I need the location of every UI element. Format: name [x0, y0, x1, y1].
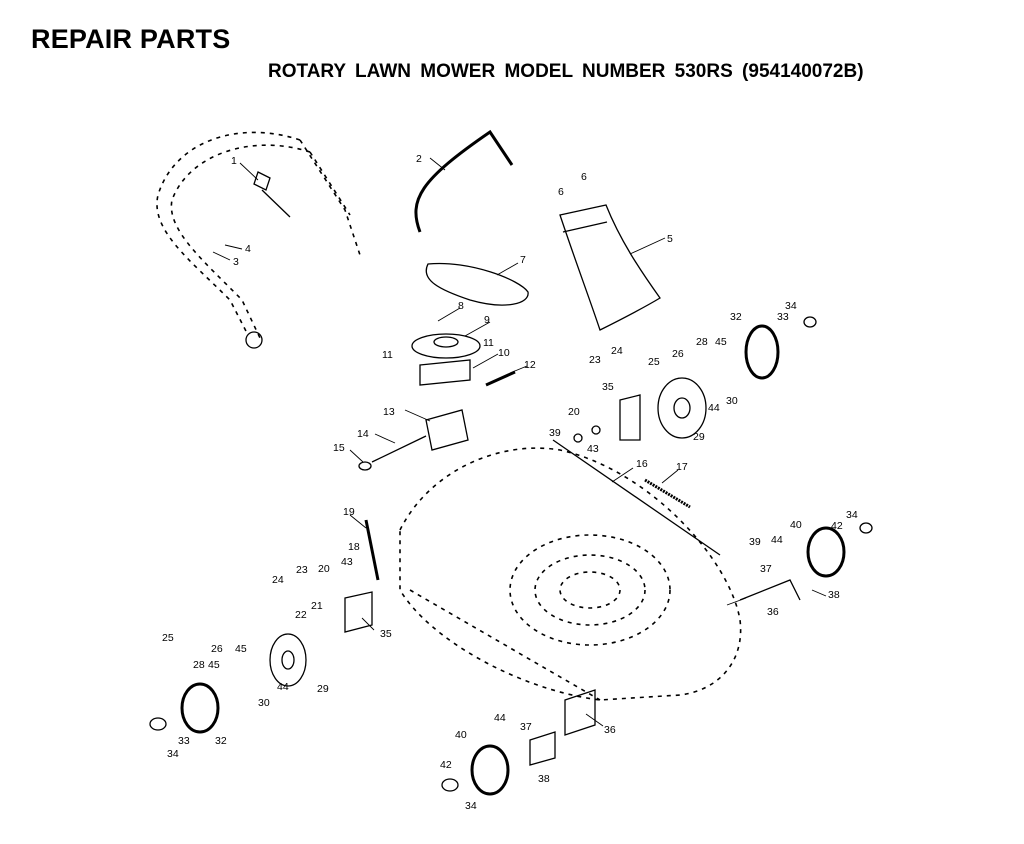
callout-35a: 35: [602, 381, 614, 393]
drive-belt: [425, 262, 529, 306]
callout-44b: 44: [771, 534, 783, 546]
callout-29b: 29: [317, 683, 329, 695]
callout-43b: 43: [341, 556, 353, 568]
callout-24a: 24: [611, 345, 623, 357]
bail: [414, 129, 514, 233]
callout-25a: 25: [648, 356, 660, 368]
rear-left-wheel: [180, 682, 220, 734]
callout-7: 7: [520, 254, 526, 266]
callout-23a: 23: [589, 354, 601, 366]
left-rear-assembly: [149, 519, 380, 734]
callout-45a: 45: [715, 336, 727, 348]
callout-36b: 36: [604, 724, 616, 736]
callouts: 1 2 3 4 5 6 6 7 8 9 10 11 11 12 13 14 15…: [162, 153, 858, 812]
callout-6a: 6: [558, 186, 564, 198]
callout-22: 22: [295, 609, 307, 621]
callout-39b: 39: [749, 536, 761, 548]
callout-12: 12: [524, 359, 536, 371]
callout-30a: 30: [726, 395, 738, 407]
front-right-wheel-group: [739, 522, 873, 601]
callout-24b: 24: [272, 574, 284, 586]
callout-17: 17: [676, 461, 688, 473]
callout-15: 15: [333, 442, 345, 454]
callout-38b: 38: [538, 773, 550, 785]
callout-10: 10: [498, 347, 510, 359]
callout-44a: 44: [708, 402, 720, 414]
callout-19: 19: [343, 506, 355, 518]
callout-32b: 32: [215, 735, 227, 747]
handle-assembly: [156, 131, 361, 349]
callout-44c: 44: [277, 681, 289, 693]
callout-40a: 40: [790, 519, 802, 531]
axle-rod: [552, 439, 721, 556]
callout-20b: 20: [318, 563, 330, 575]
callout-21: 21: [311, 600, 323, 612]
callout-14: 14: [357, 428, 369, 440]
transmission-assembly: [358, 333, 516, 471]
callout-45c: 45: [208, 659, 220, 671]
callout-26b: 26: [211, 643, 223, 655]
callout-18: 18: [348, 541, 360, 553]
callout-11b: 11: [483, 337, 494, 349]
callout-32a: 32: [730, 311, 742, 323]
callout-34a: 34: [785, 300, 797, 312]
grass-chute: [559, 204, 661, 331]
callout-13: 13: [383, 406, 395, 418]
callout-39a: 39: [549, 427, 561, 439]
callout-33a: 33: [777, 311, 789, 323]
callout-34b: 34: [846, 509, 858, 521]
callout-34c: 34: [167, 748, 179, 760]
callout-29a: 29: [693, 431, 705, 443]
callout-9: 9: [484, 314, 490, 326]
callout-6b: 6: [581, 171, 587, 183]
callout-35b: 35: [380, 628, 392, 640]
callout-23b: 23: [296, 564, 308, 576]
callout-42a: 42: [831, 520, 843, 532]
callout-4: 4: [245, 243, 251, 255]
callout-3: 3: [233, 256, 239, 268]
callout-44d: 44: [494, 712, 506, 724]
callout-43a: 43: [587, 443, 599, 455]
callout-42b: 42: [440, 759, 452, 771]
mower-deck: [399, 447, 742, 701]
model-title: ROTARY LAWN MOWER MODEL NUMBER 530RS (95…: [268, 61, 864, 82]
callout-37a: 37: [760, 563, 772, 575]
callout-20a: 20: [568, 406, 580, 418]
callout-28b: 28: [193, 659, 205, 671]
callout-33b: 33: [178, 735, 190, 747]
spring: [644, 478, 691, 509]
callout-34d: 34: [465, 800, 477, 812]
callout-45b: 45: [235, 643, 247, 655]
callout-11a: 11: [382, 349, 393, 361]
callout-38a: 38: [828, 589, 840, 601]
callout-40b: 40: [455, 729, 467, 741]
callout-2: 2: [416, 153, 422, 165]
callout-25b: 25: [162, 632, 174, 644]
rear-right-wheel: [744, 324, 780, 380]
callout-1: 1: [231, 155, 237, 167]
callout-leaders: [212, 157, 827, 727]
callout-36a: 36: [767, 606, 779, 618]
callout-28a: 28: [696, 336, 708, 348]
callout-5: 5: [667, 233, 673, 245]
callout-16: 16: [636, 458, 648, 470]
page-title: REPAIR PARTS: [31, 24, 231, 54]
rear-right-wheel-group: [573, 316, 817, 443]
callout-26a: 26: [672, 348, 684, 360]
front-left-wheel-group: [441, 689, 596, 796]
callout-30b: 30: [258, 697, 270, 709]
callout-8: 8: [458, 300, 464, 312]
callout-37b: 37: [520, 721, 532, 733]
